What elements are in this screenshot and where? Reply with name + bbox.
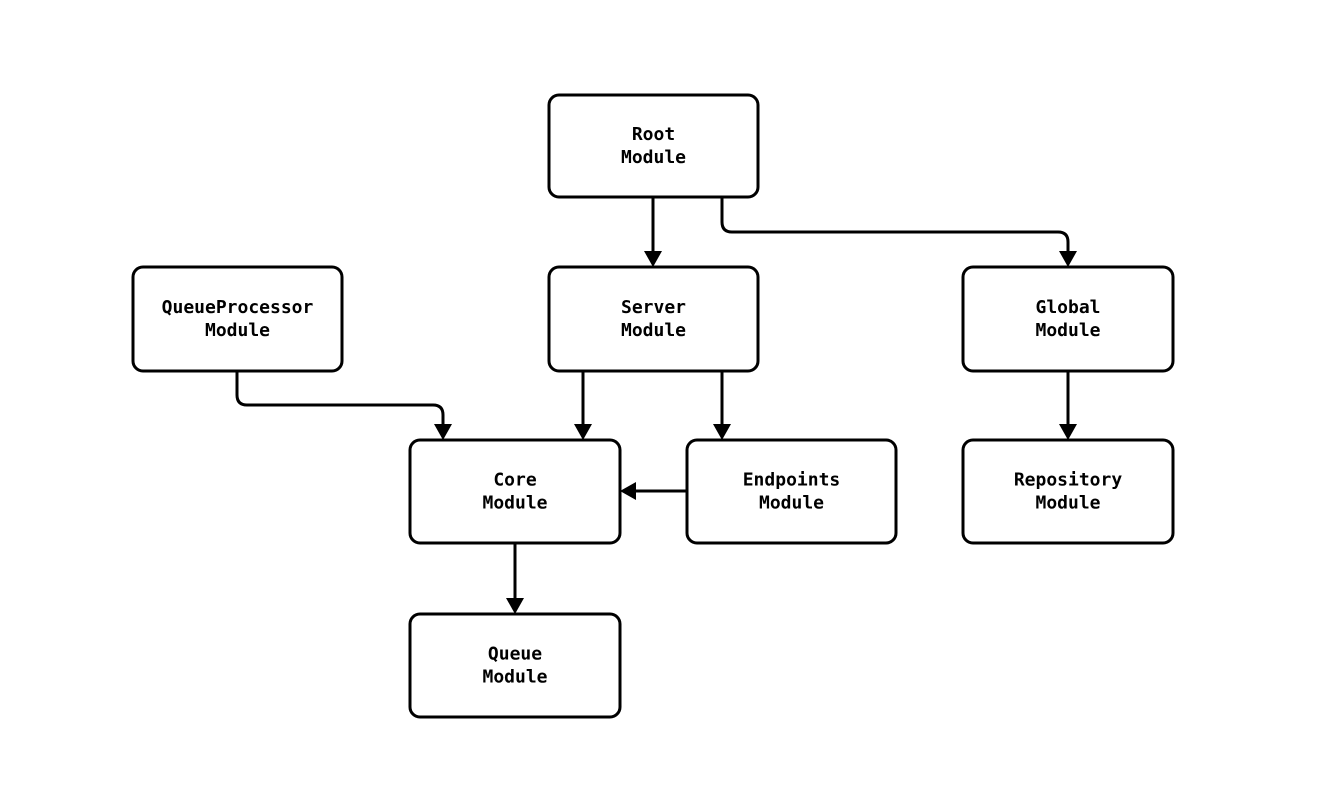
edge-root-to-server [644,197,662,267]
edge-layer [235,197,1077,614]
edge-core-to-queue [506,543,524,614]
node-label-line1: Core [493,470,537,491]
edge-line [235,371,445,424]
node-layer: RootModuleQueueProcessorModuleServerModu… [131,93,1175,719]
node-label-line2: Module [205,320,270,341]
node-label-line1: Endpoints [743,470,841,491]
node-label-line2: Module [621,320,686,341]
node-box[interactable] [408,612,622,719]
edge-endpoints-to-core [620,482,687,500]
node-label-line2: Module [482,667,547,688]
node-label-line2: Module [621,147,686,168]
node-label-line2: Module [1035,320,1100,341]
arrowhead-icon [1059,424,1077,440]
arrowhead-icon [620,482,636,500]
edge-server-to-endpoints [713,371,731,440]
node-box[interactable] [547,265,760,373]
arrowhead-icon [644,251,662,267]
node-box[interactable] [131,265,344,373]
node-label-line2: Module [759,493,824,514]
node-label-line2: Module [1035,493,1100,514]
node-box[interactable] [408,438,622,545]
node-box[interactable] [961,438,1175,545]
edge-queueprocessor-to-core [235,371,452,440]
node-label-line1: Global [1035,297,1100,318]
node-label-line1: QueueProcessor [162,297,314,318]
arrowhead-icon [434,424,452,440]
edge-root-to-global [720,197,1077,267]
node-box[interactable] [961,265,1175,373]
node-label-line1: Repository [1014,470,1123,491]
edge-server-to-core [574,371,592,440]
node-label-line1: Server [621,297,686,318]
arrowhead-icon [506,598,524,614]
node-label-line1: Queue [488,644,542,665]
node-label-line2: Module [482,493,547,514]
node-box[interactable] [685,438,898,545]
arrowhead-icon [713,424,731,440]
arrowhead-icon [1059,251,1077,267]
arrowhead-icon [574,424,592,440]
edge-global-to-repository [1059,371,1077,440]
edge-line [720,197,1070,251]
node-label-line1: Root [632,124,675,145]
node-box[interactable] [547,93,760,199]
